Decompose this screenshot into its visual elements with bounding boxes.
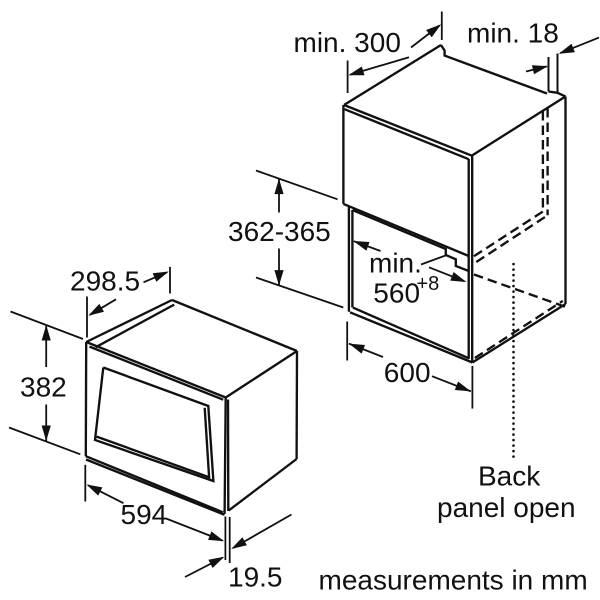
svg-text:382: 382 — [20, 372, 67, 403]
svg-text:560: 560 — [373, 278, 420, 309]
svg-text:min. 18: min. 18 — [467, 18, 559, 49]
svg-text:594: 594 — [121, 499, 168, 530]
svg-text:+8: +8 — [417, 273, 440, 295]
svg-text:panel open: panel open — [437, 492, 576, 523]
svg-text:Back: Back — [478, 460, 541, 491]
svg-text:19.5: 19.5 — [228, 562, 283, 593]
svg-text:600: 600 — [384, 357, 431, 388]
svg-text:measurements in mm: measurements in mm — [319, 565, 588, 596]
svg-text:298.5: 298.5 — [70, 266, 140, 297]
svg-text:362-365: 362-365 — [228, 216, 331, 247]
svg-text:min.: min. — [369, 248, 422, 279]
svg-text:min. 300: min. 300 — [294, 27, 401, 58]
